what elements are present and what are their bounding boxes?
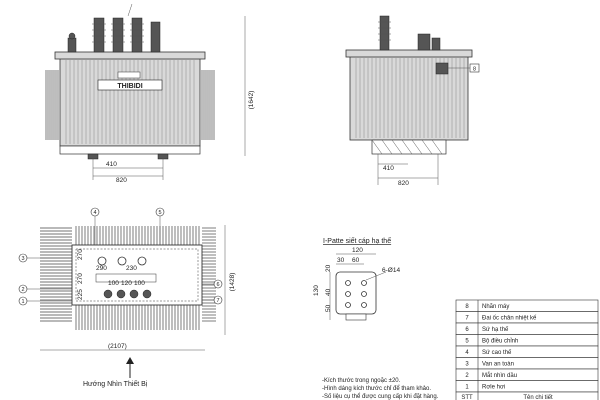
front-safety-valve [67, 32, 77, 53]
top-view: 290 230 270 270 225 100 100 120 (2107) (… [18, 207, 236, 388]
svg-text:Tên chi tiết: Tên chi tiết [523, 395, 553, 400]
svg-text:1: 1 [21, 299, 24, 305]
parts-table-row: 3 Van an toàn [455, 357, 599, 370]
top-dim-100a: 100 [108, 280, 119, 287]
parts-table-header: STT Tên chi tiết [455, 391, 599, 400]
front-rating-plate [117, 71, 141, 79]
front-radiator-fins-right [201, 70, 215, 140]
top-callout-4: 4 [90, 207, 100, 217]
parts-table-row: 7 Đai ốc chân nhiệt kế [455, 311, 599, 324]
notes: -Kích thước trong ngoặc ±20. -Hình dáng … [322, 378, 439, 400]
top-dim-120: 120 [121, 280, 132, 287]
front-dim-height: (1642) [248, 91, 255, 110]
svg-text:2: 2 [21, 287, 24, 293]
top-dim-length: (2107) [108, 343, 127, 350]
ipatte-title: I-Patte siết cáp hạ thế [323, 236, 391, 245]
svg-text:40: 40 [325, 288, 332, 296]
side-dim-820: 820 [398, 180, 409, 187]
svg-text:7: 7 [216, 298, 219, 304]
note-3: -Số liệu cụ thể được cung cấp khi đặt hà… [322, 393, 439, 400]
front-base [59, 145, 201, 155]
top-dim-270a: 270 [77, 249, 84, 260]
svg-text:Rơle hơi: Rơle hơi [482, 385, 505, 391]
svg-text:20: 20 [325, 264, 332, 272]
side-callout-8: 8 [469, 63, 480, 73]
parts-table: 8 Nhãn máy 7 Đai ốc chân nhiệt kế 6 Sứ hạ thế… [455, 299, 599, 400]
side-tank-body [349, 55, 469, 141]
top-callout-7: 7 [213, 295, 223, 305]
svg-text:STT: STT [461, 395, 473, 400]
top-callout-5: 5 [155, 207, 165, 217]
svg-text:Bộ điều chỉnh: Bộ điều chỉnh [482, 338, 518, 345]
ipatte-detail: I-Patte siết cáp hạ thế 120 30 60 20 40 … [313, 236, 400, 321]
side-view: 8 410 820 [345, 15, 480, 187]
svg-text:5: 5 [158, 210, 161, 216]
top-callout-2: 2 [18, 284, 28, 294]
front-corrugation [65, 60, 195, 144]
svg-text:7: 7 [465, 316, 469, 322]
svg-text:Đai ốc chân nhiệt kế: Đai ốc chân nhiệt kế [482, 316, 537, 322]
svg-text:6: 6 [465, 327, 469, 333]
top-dim-230: 230 [126, 265, 137, 272]
front-hv-bushings [92, 17, 161, 53]
svg-text:5: 5 [465, 339, 469, 345]
parts-table-row: 4 Sứ cao thế [455, 345, 599, 358]
svg-text:3: 3 [465, 362, 469, 368]
ipatte-holes [345, 280, 367, 308]
top-dim-225: 225 [77, 289, 84, 300]
parts-table-row: 8 Nhãn máy [455, 299, 599, 312]
svg-text:60: 60 [352, 257, 360, 264]
note-1: -Kích thước trong ngoặc ±20. [322, 378, 401, 384]
top-dim-270b: 270 [77, 273, 84, 284]
top-dim-width: (1428) [229, 273, 236, 292]
svg-text:3: 3 [21, 256, 24, 262]
svg-text:Nhãn máy: Nhãn máy [482, 304, 509, 310]
front-nameplate [97, 79, 163, 91]
parts-table-row: 6 Sứ hạ thế [455, 322, 599, 335]
parts-table-row: 2 Mắt nhìn dầu [455, 368, 599, 381]
direction-label: Hướng Nhìn Thiết Bị [83, 379, 148, 388]
parts-table-row: 1 Rơle hơi [455, 380, 599, 393]
svg-text:50: 50 [325, 304, 332, 312]
top-callout-3: 3 [18, 253, 28, 263]
side-dim-410: 410 [383, 165, 394, 172]
svg-text:30: 30 [337, 257, 345, 264]
parts-table-row: 5 Bộ điều chỉnh [455, 334, 599, 347]
svg-text:6-Ø14: 6-Ø14 [382, 267, 400, 274]
front-view: THIBIDI 410 820 (1642) [45, 3, 255, 184]
svg-text:120: 120 [352, 247, 363, 254]
front-dim-410: 410 [106, 161, 117, 168]
top-callouts: 1 2 3 4 5 6 7 [18, 207, 223, 306]
front-radiator-fins-left [45, 70, 59, 140]
svg-text:4: 4 [465, 350, 469, 356]
svg-text:Van an toàn: Van an toàn [482, 362, 514, 368]
top-callout-1: 1 [18, 296, 28, 306]
svg-text:1: 1 [465, 385, 469, 391]
note-2: -Hình dáng kích thước chỉ để tham khảo. [322, 385, 431, 392]
top-callout-6: 6 [213, 279, 223, 289]
front-tank-cover [54, 51, 206, 60]
svg-text:130: 130 [313, 285, 320, 296]
svg-text:Mắt nhìn dầu: Mắt nhìn dầu [482, 372, 517, 379]
svg-text:8: 8 [473, 67, 476, 73]
svg-text:8: 8 [465, 304, 469, 310]
top-radiator-fins [40, 226, 216, 330]
svg-text:Sứ cao thế: Sứ cao thế [482, 350, 512, 356]
front-brand-label: THIBIDI [117, 83, 142, 90]
top-dim-290: 290 [96, 265, 107, 272]
svg-text:6: 6 [216, 282, 219, 288]
front-dim-820: 820 [116, 177, 127, 184]
svg-text:4: 4 [93, 210, 96, 216]
top-dim-100b: 100 [134, 280, 145, 287]
svg-text:Sứ hạ thế: Sứ hạ thế [482, 327, 509, 333]
svg-text:2: 2 [465, 373, 469, 379]
